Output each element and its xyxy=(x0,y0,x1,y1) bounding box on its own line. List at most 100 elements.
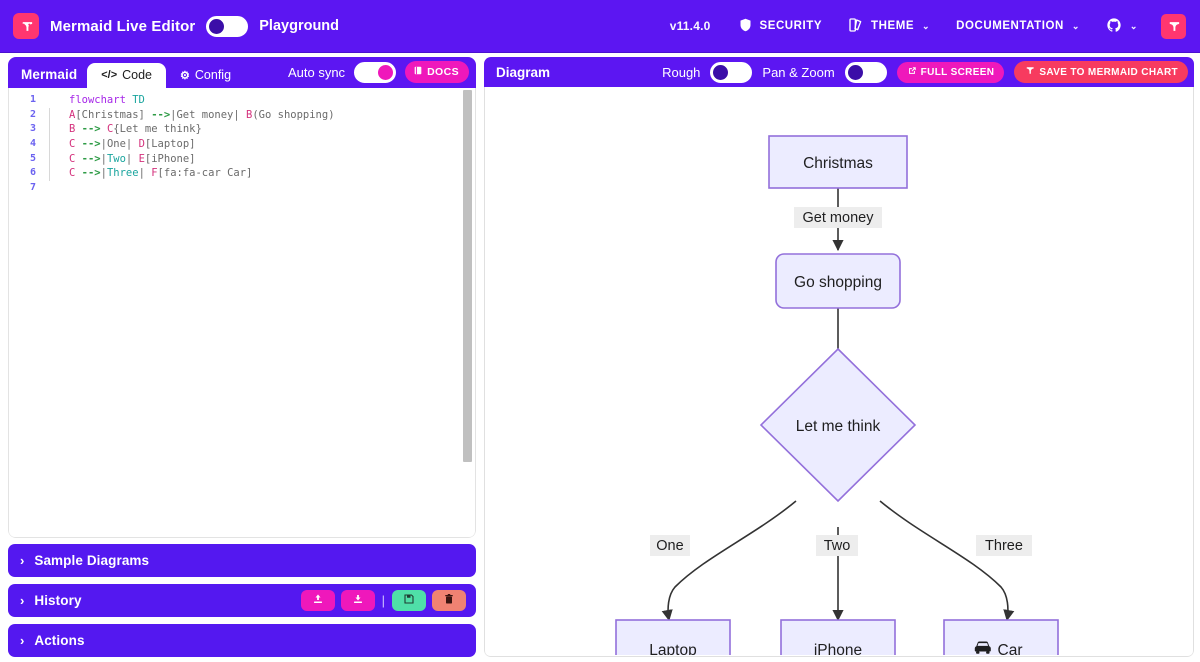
playground-label: Playground xyxy=(259,18,340,34)
upload-icon xyxy=(312,593,324,608)
diagram-card: Diagram Rough Pan & Zoom FULL SCREEN xyxy=(484,57,1194,657)
line-number: 5 xyxy=(29,152,36,164)
pan-zoom-label: Pan & Zoom xyxy=(762,64,835,80)
editor-brand-label: Mermaid xyxy=(21,67,78,82)
code-line: 5 C -->|Two| E[iPhone] xyxy=(9,151,475,167)
pan-zoom-toggle[interactable] xyxy=(844,61,887,83)
line-text: A[Christmas] -->|Get money| B(Go shoppin… xyxy=(69,108,335,121)
edge-label-text: Get money xyxy=(803,210,875,226)
full-screen-button[interactable]: FULL SCREEN xyxy=(896,61,1005,83)
code-editor[interactable]: 1 flowchart TD 2 A[Christmas] -->|Get mo… xyxy=(8,88,476,538)
mermaid-chart-logo-icon[interactable] xyxy=(1161,13,1186,39)
accordion-actions-label: Actions xyxy=(34,633,85,648)
code-lines[interactable]: 1 flowchart TD 2 A[Christmas] -->|Get mo… xyxy=(9,88,475,537)
rough-toggle[interactable] xyxy=(710,61,753,83)
indent-guide xyxy=(49,137,63,152)
nav-github[interactable]: ⌄ xyxy=(1093,11,1151,42)
tab-config-label: Config xyxy=(194,68,232,82)
accordion-sample-diagrams[interactable]: › Sample Diagrams xyxy=(8,544,476,577)
chevron-right-icon: › xyxy=(20,553,25,568)
line-number: 3 xyxy=(29,123,36,135)
nav-documentation-label: DOCUMENTATION xyxy=(956,20,1064,32)
indent-guide xyxy=(49,166,63,182)
download-icon xyxy=(352,593,364,608)
code-icon: </> xyxy=(101,69,118,81)
node-label: Christmas xyxy=(803,155,873,172)
nav-theme[interactable]: THEME ⌄ xyxy=(835,11,943,42)
node-label: Laptop xyxy=(649,642,696,655)
node-laptop[interactable]: Laptop xyxy=(615,619,731,655)
external-link-icon xyxy=(907,66,917,79)
docs-label: DOCS xyxy=(427,66,459,78)
auto-sync-label: Auto sync xyxy=(287,64,346,80)
indent-guide xyxy=(49,122,63,138)
left-accordion: › Sample Diagrams › History xyxy=(8,544,476,657)
diagram-toolbar: Diagram Rough Pan & Zoom FULL SCREEN xyxy=(484,57,1194,87)
main-body: Mermaid </> Code ⚙ Config Auto sync xyxy=(0,52,1200,662)
edge-label-three: Three xyxy=(976,535,1032,556)
node-label: Go shopping xyxy=(794,274,882,291)
chevron-down-icon: ⌄ xyxy=(1071,20,1080,31)
save-history-button[interactable] xyxy=(392,590,426,611)
nav-documentation[interactable]: DOCUMENTATION ⌄ xyxy=(943,14,1093,38)
diagram-panel-title: Diagram xyxy=(496,64,551,80)
toggle-knob xyxy=(378,64,394,80)
auto-sync-toggle[interactable] xyxy=(354,61,397,83)
chevron-down-icon: ⌄ xyxy=(922,20,931,31)
chevron-down-icon: ⌄ xyxy=(1129,20,1138,31)
code-line: 3 B --> C{Let me think} xyxy=(9,122,475,138)
editor-card: Mermaid </> Code ⚙ Config Auto sync xyxy=(8,57,476,538)
nav-security-label: SECURITY xyxy=(759,20,823,32)
node-christmas[interactable]: Christmas xyxy=(768,135,908,189)
line-number: 6 xyxy=(29,167,36,179)
accordion-history-label: History xyxy=(34,593,82,608)
toggle-knob xyxy=(713,64,729,80)
node-let-me-think[interactable]: Let me think xyxy=(759,347,917,503)
line-text: C -->|Two| E[iPhone] xyxy=(69,152,196,165)
tab-code[interactable]: </> Code xyxy=(87,63,167,88)
code-line: 6 C -->|Three| F[fa:fa-car Car] xyxy=(9,166,475,182)
playground-toggle[interactable] xyxy=(206,15,249,37)
line-text: flowchart TD xyxy=(69,94,145,106)
accordion-sample-diagrams-label: Sample Diagrams xyxy=(34,553,150,568)
node-label: Let me think xyxy=(796,418,881,435)
node-car[interactable]: Car xyxy=(943,619,1059,655)
edge-label-text: Two xyxy=(824,538,851,554)
indent-guide xyxy=(49,181,63,196)
accordion-history[interactable]: › History | xyxy=(8,584,476,617)
accordion-actions[interactable]: › Actions xyxy=(8,624,476,657)
line-text: C -->|Three| F[fa:fa-car Car] xyxy=(69,167,253,180)
code-line: 7 xyxy=(9,181,475,196)
indent-guide xyxy=(49,107,63,123)
toggle-knob xyxy=(847,64,863,80)
edge-C-D xyxy=(661,500,797,622)
toggle-knob xyxy=(209,18,225,34)
github-icon xyxy=(1106,17,1122,36)
mermaid-chart-icon xyxy=(1024,65,1035,79)
shield-icon xyxy=(738,17,753,36)
diagram-canvas[interactable]: Get money One Two Three xyxy=(484,87,1194,657)
nav-security[interactable]: SECURITY xyxy=(725,11,836,42)
rough-label: Rough xyxy=(662,64,701,80)
save-to-mermaid-chart-button[interactable]: SAVE TO MERMAID CHART xyxy=(1014,61,1188,83)
upload-history-button[interactable] xyxy=(300,590,335,611)
app-title: Mermaid Live Editor xyxy=(50,17,196,35)
line-number: 2 xyxy=(29,108,36,120)
trash-icon xyxy=(443,593,455,608)
flowchart-svg: Get money One Two Three xyxy=(615,135,1059,655)
node-iphone[interactable]: iPhone xyxy=(780,619,896,655)
delete-history-button[interactable] xyxy=(432,590,466,611)
indent-guide xyxy=(49,93,63,108)
code-scrollbar[interactable] xyxy=(463,90,472,462)
diagram-column: Diagram Rough Pan & Zoom FULL SCREEN xyxy=(482,53,1200,662)
gear-icon: ⚙ xyxy=(180,69,190,82)
line-number: 7 xyxy=(29,182,36,194)
tab-config[interactable]: ⚙ Config xyxy=(166,63,245,88)
docs-button[interactable]: DOCS xyxy=(405,61,469,83)
download-history-button[interactable] xyxy=(340,590,375,611)
node-go-shopping[interactable]: Go shopping xyxy=(775,253,901,309)
edge-label-two: Two xyxy=(816,535,858,556)
code-line: 1 flowchart TD xyxy=(9,93,475,108)
tab-code-label: Code xyxy=(122,68,153,82)
navbar-right: v11.4.0 SECURITY THEME ⌄ DOCUMENTAT xyxy=(670,11,1186,42)
